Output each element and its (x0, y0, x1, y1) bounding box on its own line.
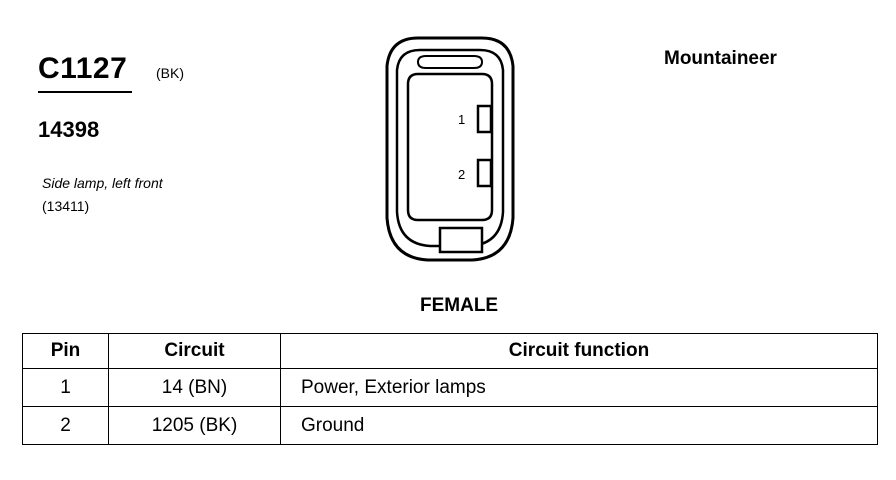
cell-pin: 1 (22, 368, 109, 407)
connector-key (438, 226, 484, 254)
connector-id: C1127 (38, 52, 128, 85)
pin-table: Pin Circuit Circuit function 1 14 (BN) P… (22, 333, 878, 445)
connector-description: Side lamp, left front (42, 175, 163, 191)
cell-circuit: 14 (BN) (108, 368, 281, 407)
cell-circuit: 1205 (BK) (108, 406, 281, 445)
connector-gender: FEMALE (420, 295, 499, 316)
cell-function: Ground (280, 406, 878, 445)
vehicle-name: Mountaineer (664, 48, 777, 69)
pin-2-label: 2 (458, 167, 465, 182)
table-row: 2 1205 (BK) Ground (22, 406, 878, 445)
connector-inner-shell (395, 48, 505, 248)
pin-2-terminal (476, 158, 493, 188)
table-header-row: Pin Circuit Circuit function (22, 333, 878, 369)
cell-function: Power, Exterior lamps (280, 368, 878, 407)
connector-reference: (13411) (42, 198, 90, 214)
connector-face-diagram: 1 2 (385, 36, 515, 262)
connector-color: (BK) (156, 65, 184, 81)
cell-pin: 2 (22, 406, 109, 445)
pin-1-terminal (476, 104, 493, 134)
connector-latch (416, 55, 484, 69)
connector-cavity (406, 72, 494, 222)
pin-1-label: 1 (458, 112, 465, 127)
header-pin: Pin (22, 333, 109, 369)
header-circuit: Circuit (108, 333, 281, 369)
part-number: 14398 (38, 117, 100, 142)
table-row: 1 14 (BN) Power, Exterior lamps (22, 368, 878, 407)
connector-outer-shell (385, 36, 515, 262)
header-circuit-function: Circuit function (280, 333, 878, 369)
connector-id-underline (38, 91, 132, 93)
